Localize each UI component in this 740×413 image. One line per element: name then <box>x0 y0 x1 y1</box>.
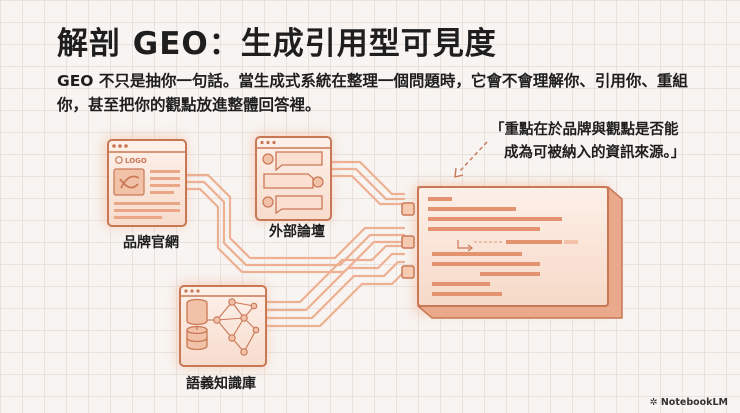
quote-line-2: 成為可被納入的資訊來源。」 <box>504 145 686 161</box>
database-icon <box>186 298 208 351</box>
quote-pointer-arrow <box>454 141 488 178</box>
avatar-icon <box>262 153 274 165</box>
quote-line-1: 「重點在於品牌與觀點是否能 <box>490 122 679 138</box>
generated-answer-panel <box>417 186 623 319</box>
source-label-website: 品牌官網 <box>123 235 179 251</box>
network-graph-icon <box>207 298 260 356</box>
website-logo-text: LOGO <box>125 157 147 165</box>
watermark-text: NotebookLM <box>660 397 728 408</box>
website-panel: LOGO <box>107 139 187 227</box>
connection-wires <box>184 160 406 328</box>
page-title: 解剖 GEO：生成引用型可見度 <box>57 26 497 62</box>
notebooklm-watermark: ✲ NotebookLM <box>650 397 728 408</box>
knowledge-base-panel <box>179 285 267 367</box>
logo-icon <box>115 156 123 164</box>
chat-bubble-icon <box>275 151 323 172</box>
source-label-knowledge-base: 語義知識庫 <box>186 376 256 392</box>
chat-bubble-icon <box>275 195 323 215</box>
avatar-icon <box>312 176 324 188</box>
avatar-icon <box>262 196 274 208</box>
connector-nodes <box>401 202 415 279</box>
page-subtitle: GEO 不只是抽你一句話。當生成式系統在整理一個問題時，它會不會理解你、引用你、… <box>57 72 688 114</box>
source-label-forum: 外部論壇 <box>269 224 325 240</box>
forum-panel <box>255 136 332 221</box>
chat-bubble-icon <box>263 173 314 189</box>
image-placeholder-icon <box>113 168 145 196</box>
notebooklm-logo-icon: ✲ <box>649 397 661 408</box>
quote-callout: 「重點在於品牌與觀點是否能 成為可被納入的資訊來源。」 <box>490 119 720 165</box>
